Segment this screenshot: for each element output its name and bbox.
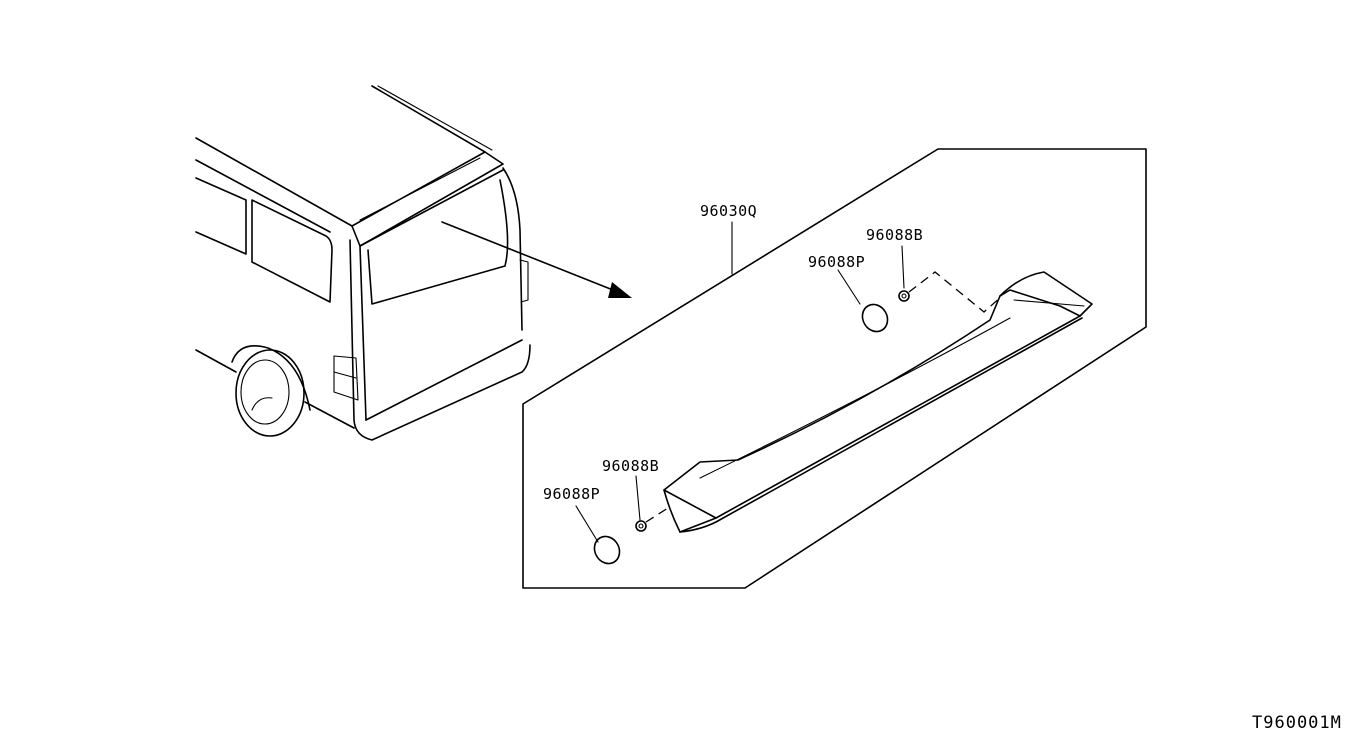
drawing-code: T960001M <box>1252 713 1342 733</box>
upper-fastener <box>837 245 1003 333</box>
lower-fastener <box>575 475 669 565</box>
rear-spoiler-part <box>663 271 1093 533</box>
label-spoiler-assembly: 96030Q <box>700 202 758 220</box>
label-clip-upper: 96088B <box>866 226 924 244</box>
label-cap-lower: 96088P <box>543 485 601 503</box>
vehicle-rear-drawing <box>195 85 531 441</box>
label-cap-upper: 96088P <box>808 253 866 271</box>
label-clip-lower: 96088B <box>602 457 660 475</box>
callout-arrow <box>441 221 632 298</box>
detail-frame <box>522 148 1147 589</box>
